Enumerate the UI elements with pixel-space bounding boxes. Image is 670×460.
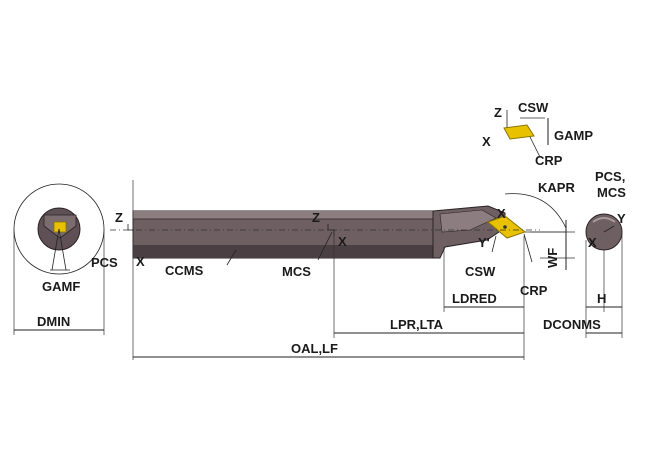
mcs-label: MCS [282,264,311,279]
pcs-mcs-label-line1: PCS, [595,169,625,184]
gamf-leader-a [51,228,60,271]
z-mcs-label: Z [312,210,320,225]
insert-screw [503,225,507,229]
x-head-label: X [497,206,506,221]
wf-label: WF [545,248,560,268]
z-insert-label: Z [494,105,502,120]
left-end-view: GAMF DMIN [13,183,105,335]
mcs-leader [317,231,333,261]
csw-head-label: CSW [465,264,496,279]
h-label: H [597,291,606,306]
pcs-label: PCS [91,255,118,270]
crp-insert-leader [529,136,541,158]
csw-insert-label: CSW [518,100,549,115]
head-chipspace [439,209,497,233]
ccms-label: CCMS [165,263,204,278]
pcs-mcs-label-line2: MCS [597,185,626,200]
oal-lf-label: OAL,LF [291,341,338,356]
boring-bar-shank [110,180,540,360]
lpr-lta-label: LPR,LTA [390,317,444,332]
insert-detail-shape [503,124,535,140]
x-mcs-label: X [338,234,347,249]
csw-head-leader [491,235,497,253]
x-shank-label: X [136,254,145,269]
pcs-axis-marker [127,224,134,231]
ldred-label: LDRED [452,291,497,306]
mcs-axis-marker [327,224,335,236]
x-insert-label: X [482,134,491,149]
insert-detail-view: Z CSW X GAMP CRP [482,100,593,168]
end-view-insert [53,221,67,233]
crp-insert-label: CRP [535,153,563,168]
x-end-label: X [588,235,597,250]
right-end-view: PCS, MCS Y X H DCONMS [543,169,626,338]
gamf-leader-b [58,228,67,271]
kapr-arc [504,193,567,229]
shank-shadow [133,245,433,258]
crp-head-label: CRP [520,283,548,298]
gamp-label: GAMP [554,128,593,143]
y-head-label: Y' [478,235,490,250]
dconms-label: DCONMS [543,317,601,332]
gamf-label: GAMF [42,279,80,294]
crp-head-leader [523,233,533,263]
right-end-highlight [592,217,616,223]
ccms-leader [226,249,237,266]
y-axis-end [603,225,615,233]
shank-highlight [133,211,433,219]
kapr-label: KAPR [538,180,575,195]
z-shank-label: Z [115,210,123,225]
dmin-label: DMIN [37,314,70,329]
y-end-label: Y [617,211,626,226]
